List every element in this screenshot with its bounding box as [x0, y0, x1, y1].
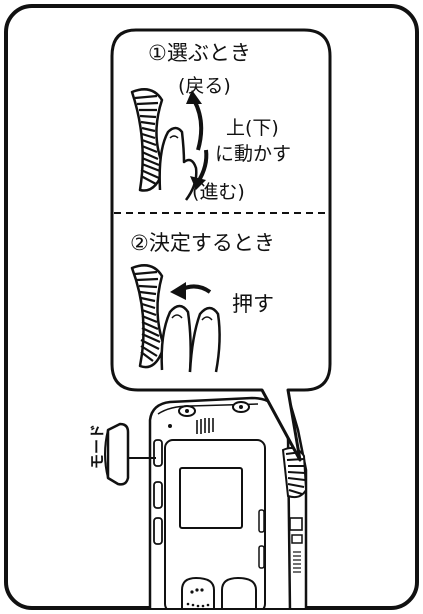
- record-button: [221, 576, 257, 608]
- stop-button: [181, 576, 215, 608]
- jog-dial: [281, 447, 308, 499]
- step1-instruction-line2: に動かす: [215, 143, 291, 165]
- mode-button: [106, 422, 130, 486]
- step1-title: ①選ぶとき: [148, 41, 251, 65]
- push-arrow: [170, 282, 212, 300]
- side-button-1: [153, 439, 163, 467]
- mode-button-label: モード: [88, 424, 106, 469]
- scroll-arrow-up: [186, 90, 204, 151]
- side-button-2: [153, 481, 163, 509]
- speaker-grille: [196, 418, 214, 434]
- mode-button-callout: モード: [88, 422, 156, 486]
- step1-thumb: [158, 126, 198, 201]
- step2-title: ②決定するとき: [130, 231, 275, 255]
- voice-recorder: [148, 394, 308, 608]
- step1-forward-label: (進む): [192, 181, 245, 203]
- scroll-arrow-down: [190, 149, 209, 190]
- step2-index-finger: [160, 304, 192, 373]
- lcd-display: [179, 467, 243, 529]
- step1-back-label: (戻る): [178, 75, 231, 97]
- side-button-3: [153, 517, 163, 545]
- step2-action-label: 押す: [232, 292, 274, 316]
- step2-middle-finger: [188, 306, 221, 373]
- step1-instruction-line1: 上(下): [226, 117, 279, 139]
